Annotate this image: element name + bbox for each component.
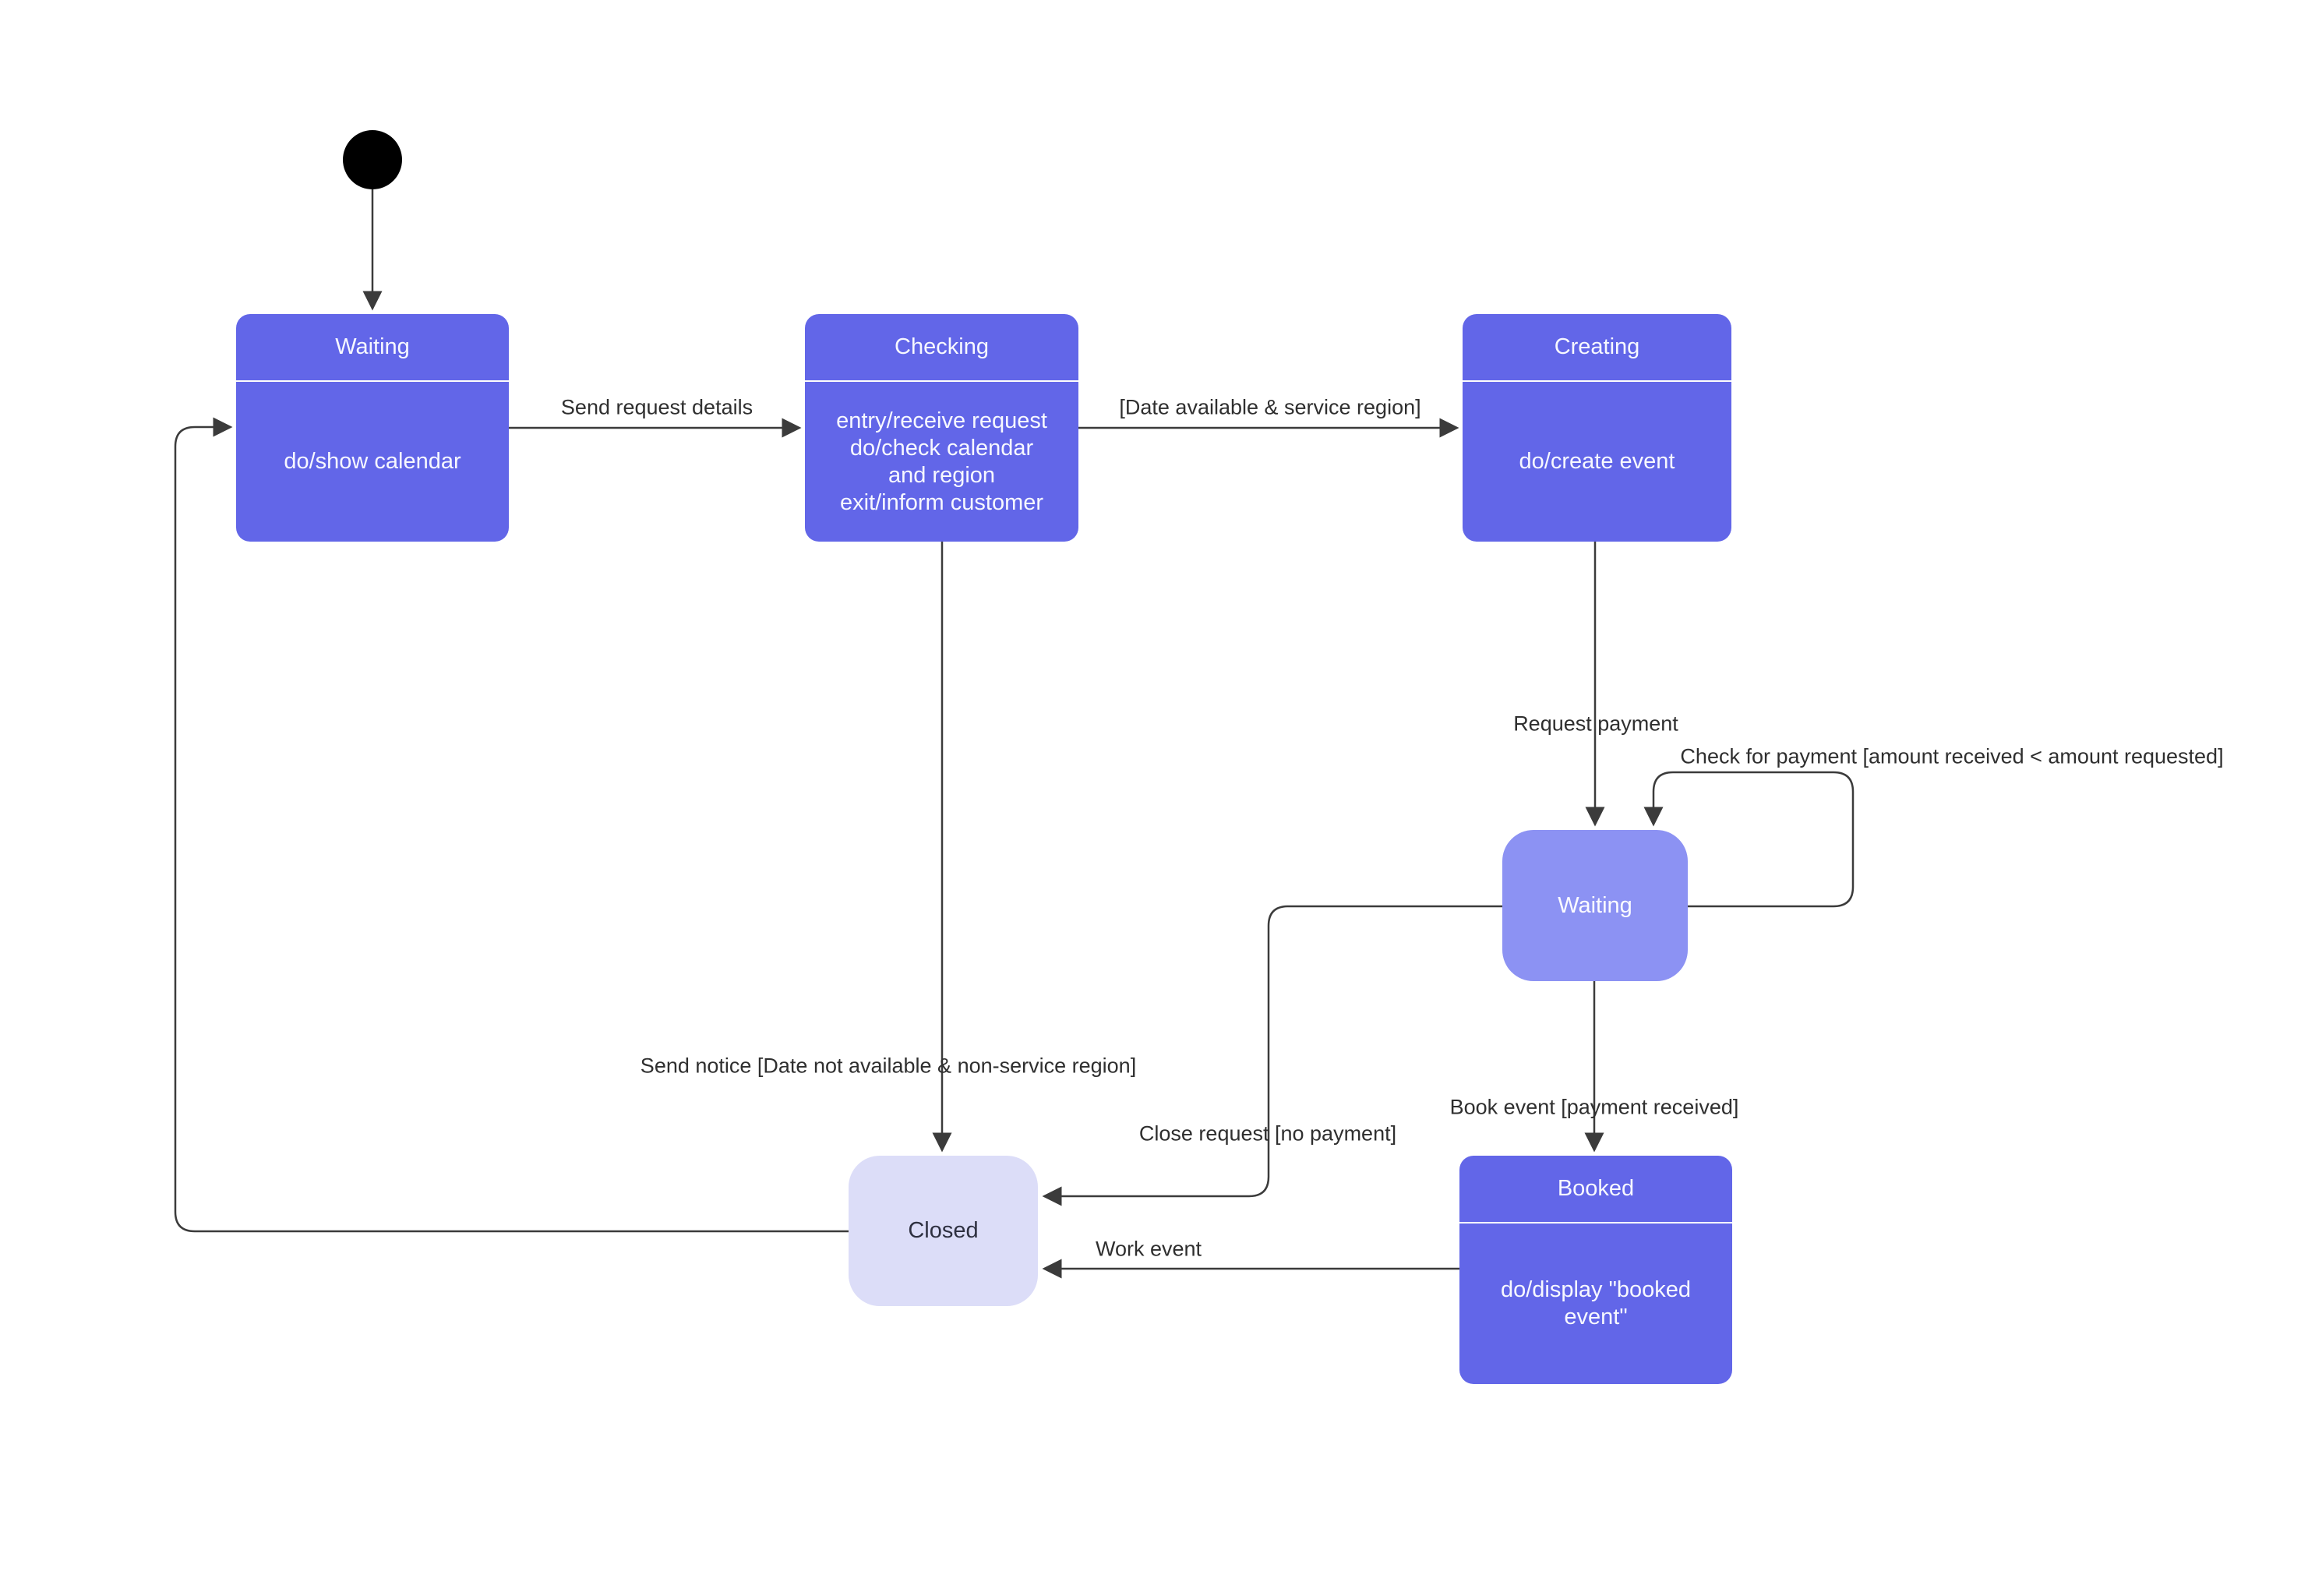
state-title: Booked	[1459, 1156, 1732, 1223]
transition-label-book-event[interactable]: Book event [payment received]	[1449, 1095, 1739, 1119]
state-title: Waiting	[1558, 892, 1632, 918]
state-activity: do/check calendar	[849, 435, 1034, 461]
state-activity: entry/receive request	[836, 408, 1047, 433]
transition-label-request-payment[interactable]: Request payment	[1513, 711, 1678, 736]
state-title: Waiting	[236, 314, 509, 382]
state-title: Creating	[1463, 314, 1731, 382]
state-waiting-payment[interactable]: Waiting	[1502, 830, 1688, 981]
state-activity: event"	[1564, 1305, 1628, 1329]
state-closed[interactable]: Closed	[849, 1156, 1038, 1306]
transition-label-send-notice[interactable]: Send notice [Date not available & non-se…	[640, 1054, 1137, 1078]
state-activity: exit/inform customer	[839, 489, 1044, 515]
initial-state-node[interactable]	[343, 130, 402, 189]
transition-waiting2-self-loop[interactable]	[1643, 771, 1855, 908]
transition-label-date-available[interactable]: [Date available & service region]	[1119, 395, 1421, 419]
state-title: Closed	[908, 1218, 979, 1243]
transition-closed-to-waiting[interactable]	[174, 417, 849, 1233]
state-title: Checking	[805, 314, 1078, 382]
state-creating[interactable]: Creating do/create event	[1463, 314, 1731, 542]
state-activity: do/create event	[1519, 449, 1675, 474]
transition-label-close-request[interactable]: Close request [no payment]	[1138, 1121, 1397, 1146]
state-waiting[interactable]: Waiting do/show calendar	[236, 314, 509, 542]
transition-label-check-for-payment[interactable]: Check for payment [amount received < amo…	[1680, 744, 2224, 768]
transition-label-work-event[interactable]: Work event	[1095, 1237, 1202, 1261]
transition-waiting2-to-closed[interactable]	[1042, 905, 1502, 1206]
state-activity: do/display "booked	[1500, 1277, 1692, 1302]
state-checking[interactable]: Checking entry/receive request do/check …	[805, 314, 1078, 542]
transition-label-send-request-details[interactable]: Send request details	[560, 395, 753, 419]
state-activity: do/show calendar	[284, 449, 461, 474]
state-activity: and region	[888, 462, 996, 488]
state-booked[interactable]: Booked do/display "booked event"	[1459, 1156, 1732, 1384]
